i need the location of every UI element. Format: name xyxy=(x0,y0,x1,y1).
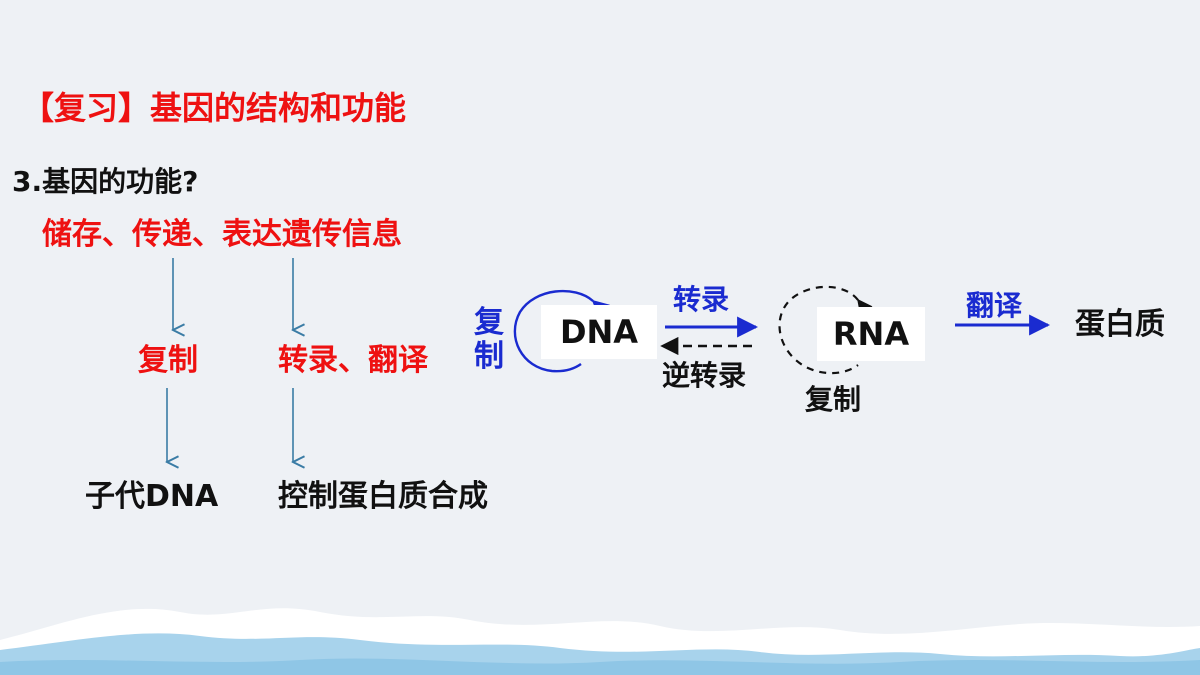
dna-replication-loop xyxy=(513,289,610,373)
reverse-transcription-label: 逆转录 xyxy=(662,359,747,392)
rna-node: RNA xyxy=(817,307,925,361)
rna-replication-loop xyxy=(778,285,873,375)
question-heading: 3.基因的功能? xyxy=(12,165,199,198)
rna-replication-label: 复制 xyxy=(805,383,862,416)
gene-functions-text: 储存、传递、表达遗传信息 xyxy=(42,217,402,252)
daughter-dna-label: 子代DNA xyxy=(85,479,219,514)
protein-node: 蛋白质 xyxy=(1075,307,1165,342)
dna-node: DNA xyxy=(541,305,657,359)
wave-decoration xyxy=(0,608,1200,675)
transcription-translation-label: 转录、翻译 xyxy=(278,343,428,378)
dna-replication-label: 复制 xyxy=(474,305,504,374)
slide-title: 【复习】基因的结构和功能 xyxy=(22,89,407,127)
translation-label: 翻译 xyxy=(966,289,1023,322)
replication-label: 复制 xyxy=(138,343,198,378)
control-protein-synthesis-label: 控制蛋白质合成 xyxy=(278,479,488,514)
transcription-label: 转录 xyxy=(673,283,730,316)
